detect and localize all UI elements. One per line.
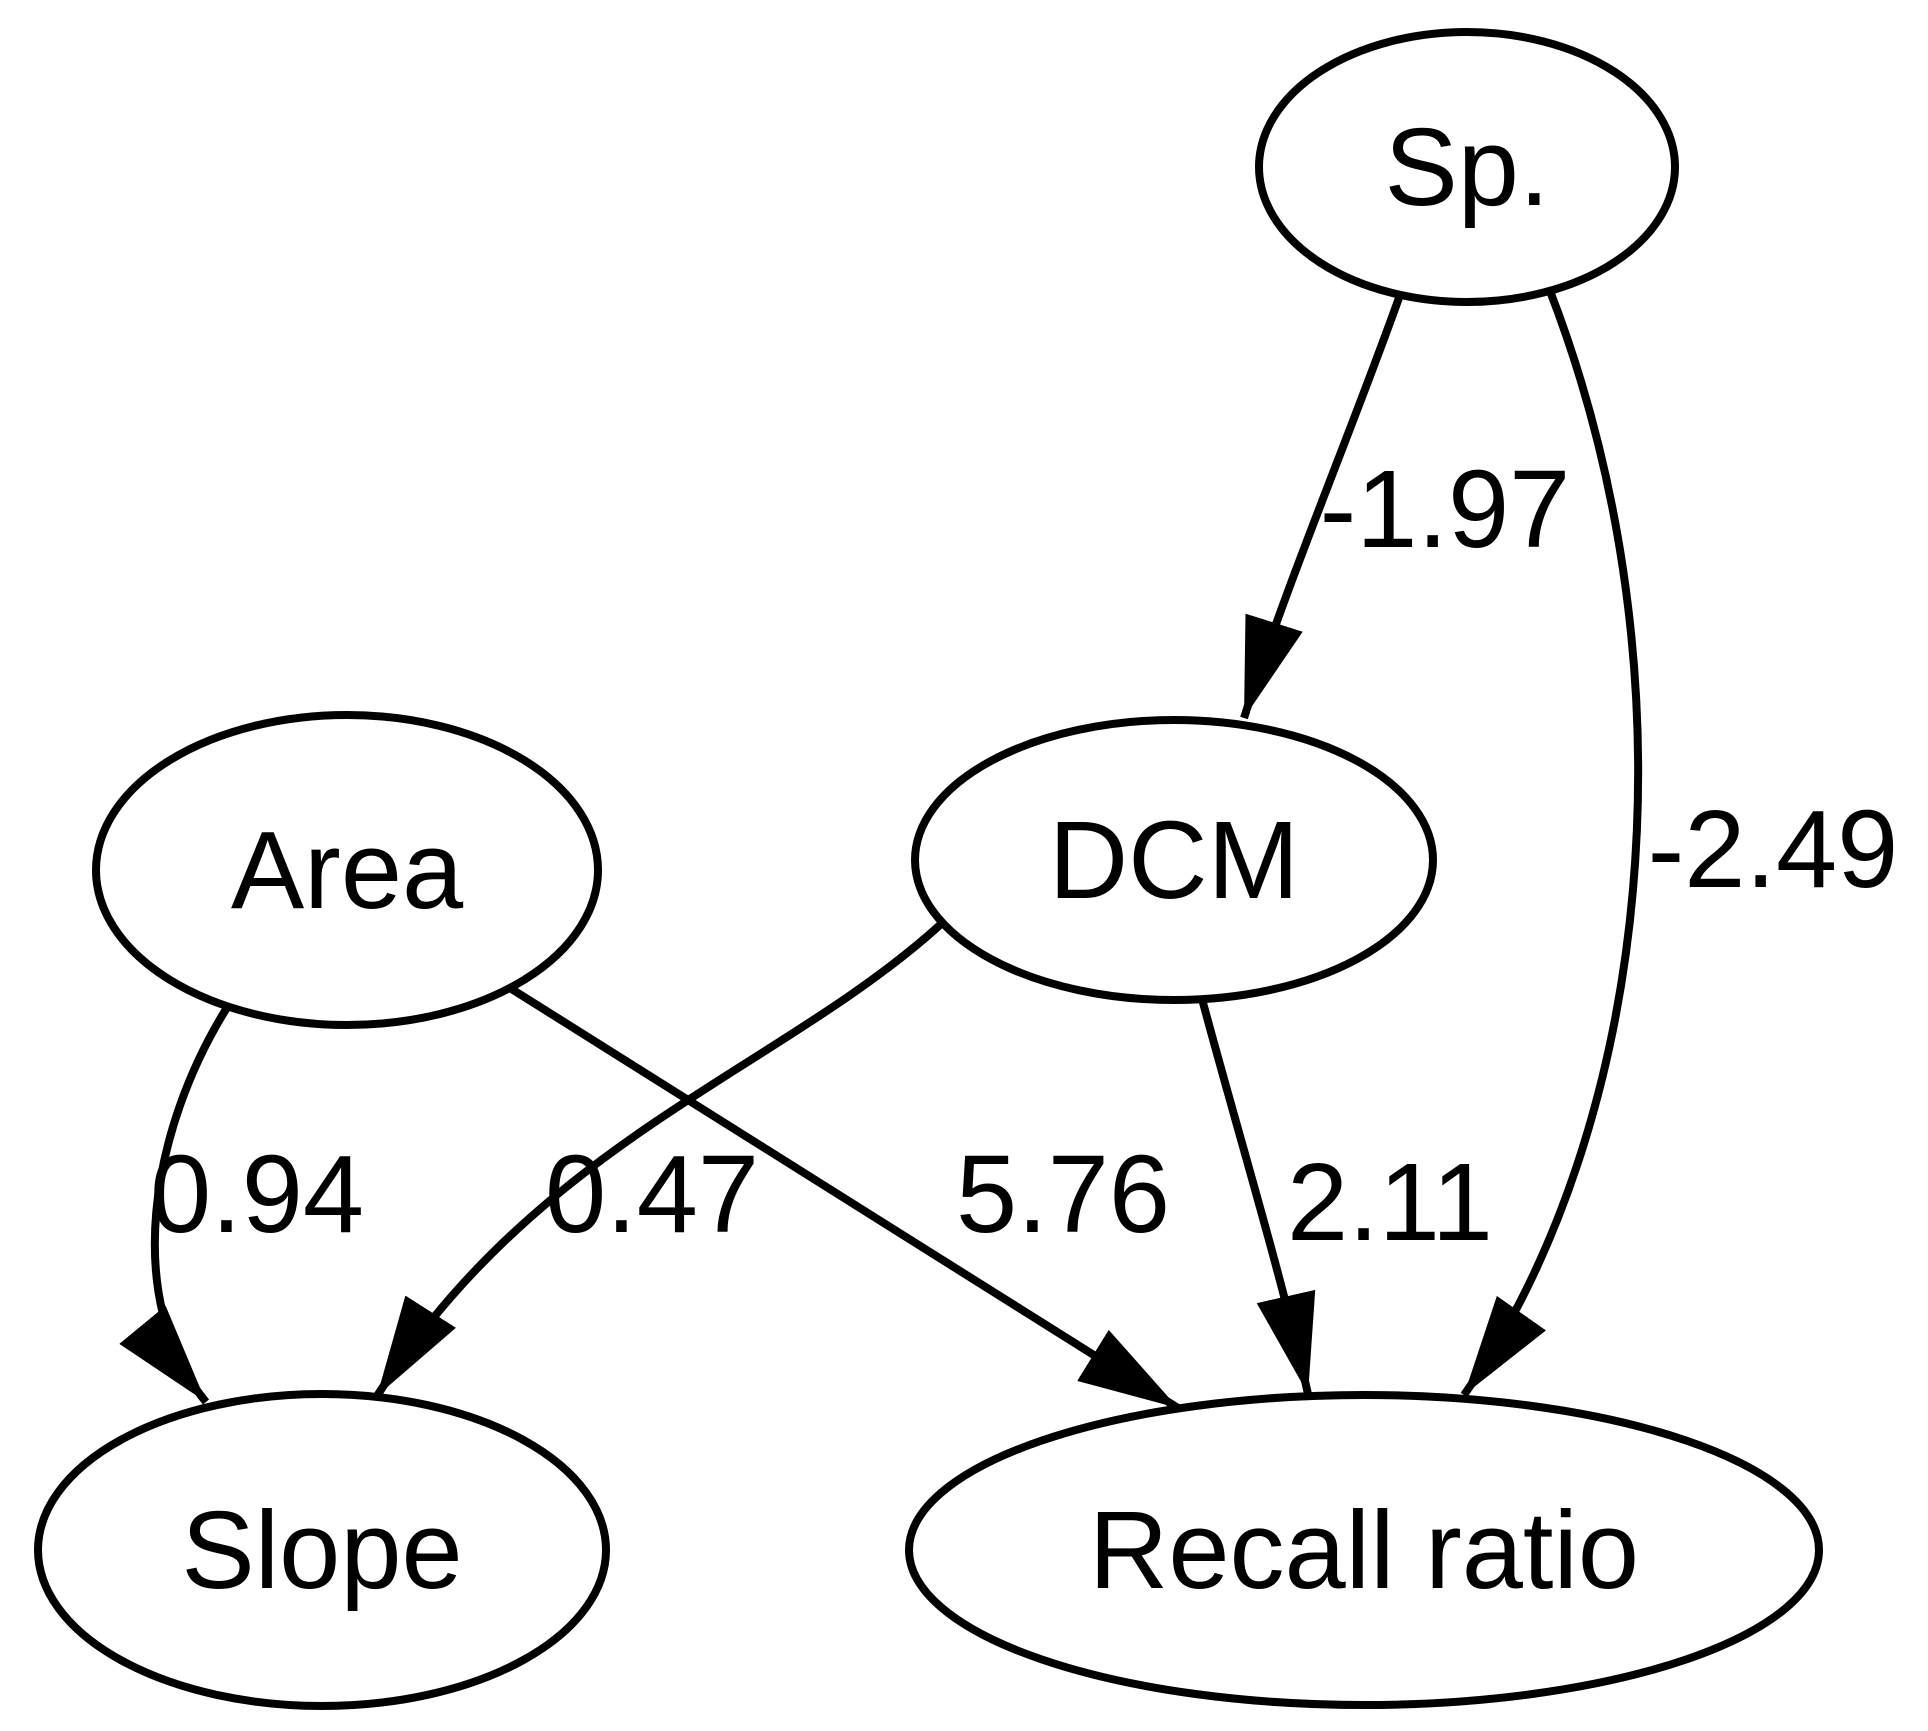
- edge-sp-recall-line: [1460, 289, 1643, 1398]
- edge-dcm-slope-weight: 0.47: [545, 1133, 759, 1256]
- edge-sp-recall: -2.49: [1460, 289, 1899, 1398]
- edge-sp-dcm: -1.97: [1240, 293, 1571, 720]
- node-recall-ratio-label: Recall ratio: [1089, 1489, 1639, 1612]
- edge-area-slope-line: [119, 1003, 232, 1405]
- node-dcm-shape: [911, 716, 1437, 1004]
- edge-area-recall-weight: 5.76: [956, 1133, 1170, 1256]
- edge-area-recall-line: [507, 984, 1181, 1412]
- edge-dcm-recall-weight: 2.11: [1287, 1141, 1493, 1264]
- nodes-layer: Sp. Area DCM Slope Recall ratio: [34, 28, 1823, 1710]
- node-slope: Slope: [34, 1390, 610, 1710]
- node-area-shape: [92, 711, 602, 1029]
- node-slope-shape: [34, 1390, 610, 1710]
- node-dcm: DCM: [911, 716, 1437, 1004]
- edge-area-recall: 5.76: [507, 984, 1181, 1412]
- node-sp-shape: [1255, 28, 1679, 306]
- edge-dcm-slope: 0.47: [373, 922, 943, 1399]
- edge-area-slope: 0.94: [119, 1003, 364, 1405]
- edge-sp-recall-weight: -2.49: [1648, 788, 1899, 911]
- edge-dcm-slope-line: [373, 922, 943, 1399]
- node-slope-label: Slope: [181, 1489, 462, 1612]
- node-recall-ratio: Recall ratio: [905, 1391, 1823, 1709]
- edge-sp-dcm-weight: -1.97: [1320, 448, 1571, 571]
- edge-area-slope-weight: 0.94: [150, 1133, 364, 1256]
- edge-dcm-recall-line: [1198, 997, 1316, 1395]
- node-area: Area: [92, 711, 602, 1029]
- edges-layer: -1.97 -2.49 0.94 5.76 0.47 2.11: [119, 289, 1899, 1412]
- edge-dcm-recall: 2.11: [1198, 997, 1493, 1395]
- edge-sp-dcm-line: [1240, 293, 1404, 720]
- node-recall-ratio-shape: [905, 1391, 1823, 1709]
- node-dcm-label: DCM: [1049, 799, 1300, 922]
- node-sp-label: Sp.: [1384, 106, 1549, 229]
- node-sp: Sp.: [1255, 28, 1679, 306]
- node-area-label: Area: [231, 809, 464, 932]
